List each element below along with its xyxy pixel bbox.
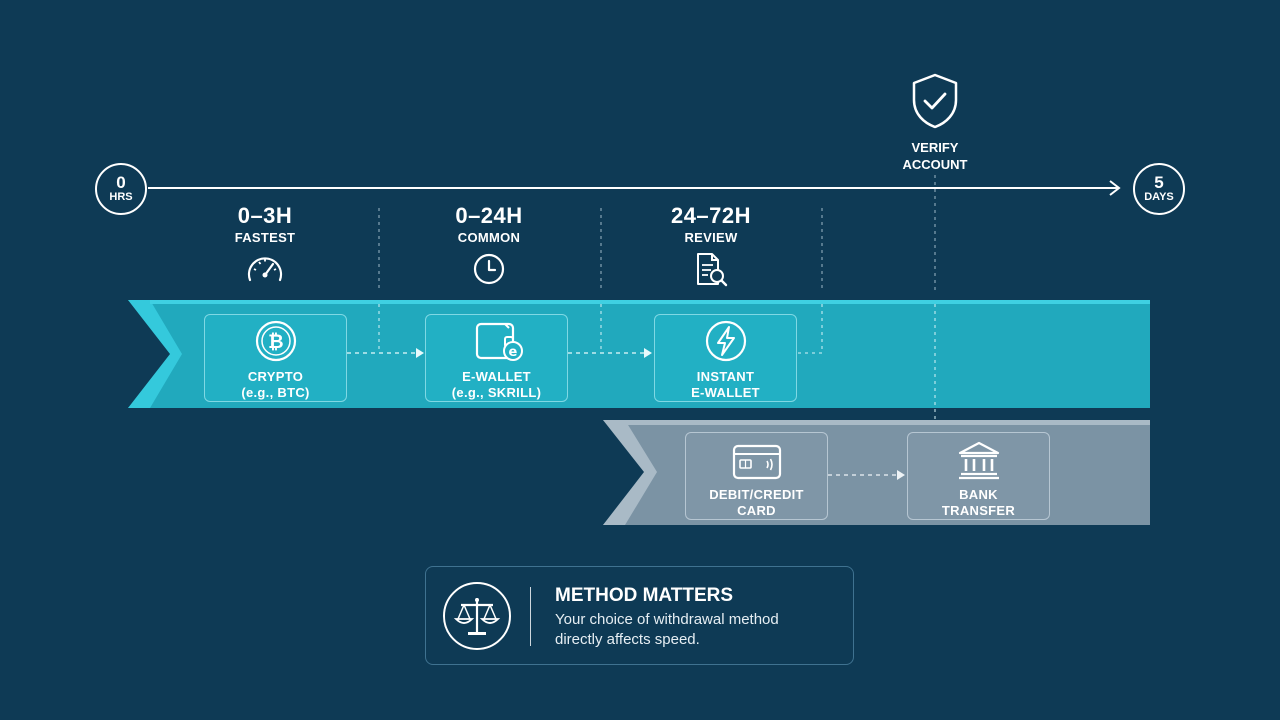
method-example: (e.g., BTC) xyxy=(241,385,310,400)
start-unit: HRS xyxy=(109,191,133,203)
callout-divider xyxy=(530,587,531,646)
fast-lane-band xyxy=(128,300,1150,408)
lightning-icon xyxy=(705,320,746,362)
credit-card-icon xyxy=(732,444,781,480)
fast-lane-band-edge xyxy=(128,300,182,408)
callout-title: METHOD MATTERS xyxy=(555,585,734,606)
phase-fastest: 0–3H FASTEST xyxy=(180,204,350,287)
svg-text:e: e xyxy=(508,345,517,360)
slow-lane-top-highlight xyxy=(625,420,1150,425)
document-search-icon xyxy=(697,253,728,287)
method-card-bank-transfer[interactable]: BANK TRANSFER xyxy=(907,432,1050,520)
callout-line2: directly affects speed. xyxy=(555,631,700,648)
phase-review: 24–72H REVIEW xyxy=(626,204,796,287)
method-name: BANK xyxy=(959,487,998,502)
wallet-icon: e xyxy=(475,322,523,361)
svg-text:₿: ₿ xyxy=(268,331,284,353)
method-name: DEBIT/CREDIT xyxy=(709,487,804,502)
phase-time: 0–3H xyxy=(237,203,293,228)
verify-line1: VERIFY xyxy=(911,140,959,155)
phase-time: 0–24H xyxy=(455,203,523,228)
end-value: 5 xyxy=(1154,173,1164,192)
bitcoin-icon: ₿ xyxy=(255,320,296,362)
method-card-debit-credit-card[interactable]: DEBIT/CREDIT CARD xyxy=(685,432,828,520)
method-name: E-WALLET xyxy=(462,369,531,384)
callout-line1: Your choice of withdrawal method xyxy=(555,611,779,628)
fast-lane-top-highlight xyxy=(150,300,1150,304)
phase-common: 0–24H COMMON xyxy=(404,204,574,287)
speedometer-icon xyxy=(247,257,283,282)
method-example: TRANSFER xyxy=(941,503,1016,518)
bank-icon xyxy=(958,441,999,480)
method-name: CRYPTO xyxy=(247,369,304,384)
shield-check-icon xyxy=(912,73,958,129)
callout-description: Your choice of withdrawal method directl… xyxy=(555,610,845,650)
verify-line2: ACCOUNT xyxy=(902,157,968,172)
method-example: (e.g., SKRILL) xyxy=(451,385,542,400)
method-card-e-wallet[interactable]: e E-WALLET (e.g., SKRILL) xyxy=(425,314,568,402)
method-matters-callout: METHOD MATTERS Your choice of withdrawal… xyxy=(425,566,854,665)
scales-icon xyxy=(443,582,511,650)
end-unit: DAYS xyxy=(1144,191,1174,203)
phase-time: 24–72H xyxy=(670,203,752,228)
method-name: INSTANT xyxy=(696,369,755,384)
method-example: E-WALLET xyxy=(691,385,760,400)
phase-label: COMMON xyxy=(457,230,521,245)
method-example: CARD xyxy=(737,503,776,518)
method-card-instant-e-wallet[interactable]: INSTANT E-WALLET xyxy=(654,314,797,402)
start-value: 0 xyxy=(116,173,126,192)
slow-lane-band-edge xyxy=(603,420,657,525)
timeline-end-node: 5 DAYS xyxy=(1133,163,1185,215)
verify-account-marker: VERIFY ACCOUNT xyxy=(885,72,985,173)
phase-label: FASTEST xyxy=(234,230,296,245)
method-card-crypto[interactable]: ₿ CRYPTO (e.g., BTC) xyxy=(204,314,347,402)
phase-label: REVIEW xyxy=(684,230,738,245)
timeline-start-node: 0 HRS xyxy=(95,163,147,215)
timeline-arrowhead xyxy=(1109,180,1121,196)
clock-icon xyxy=(473,253,505,285)
